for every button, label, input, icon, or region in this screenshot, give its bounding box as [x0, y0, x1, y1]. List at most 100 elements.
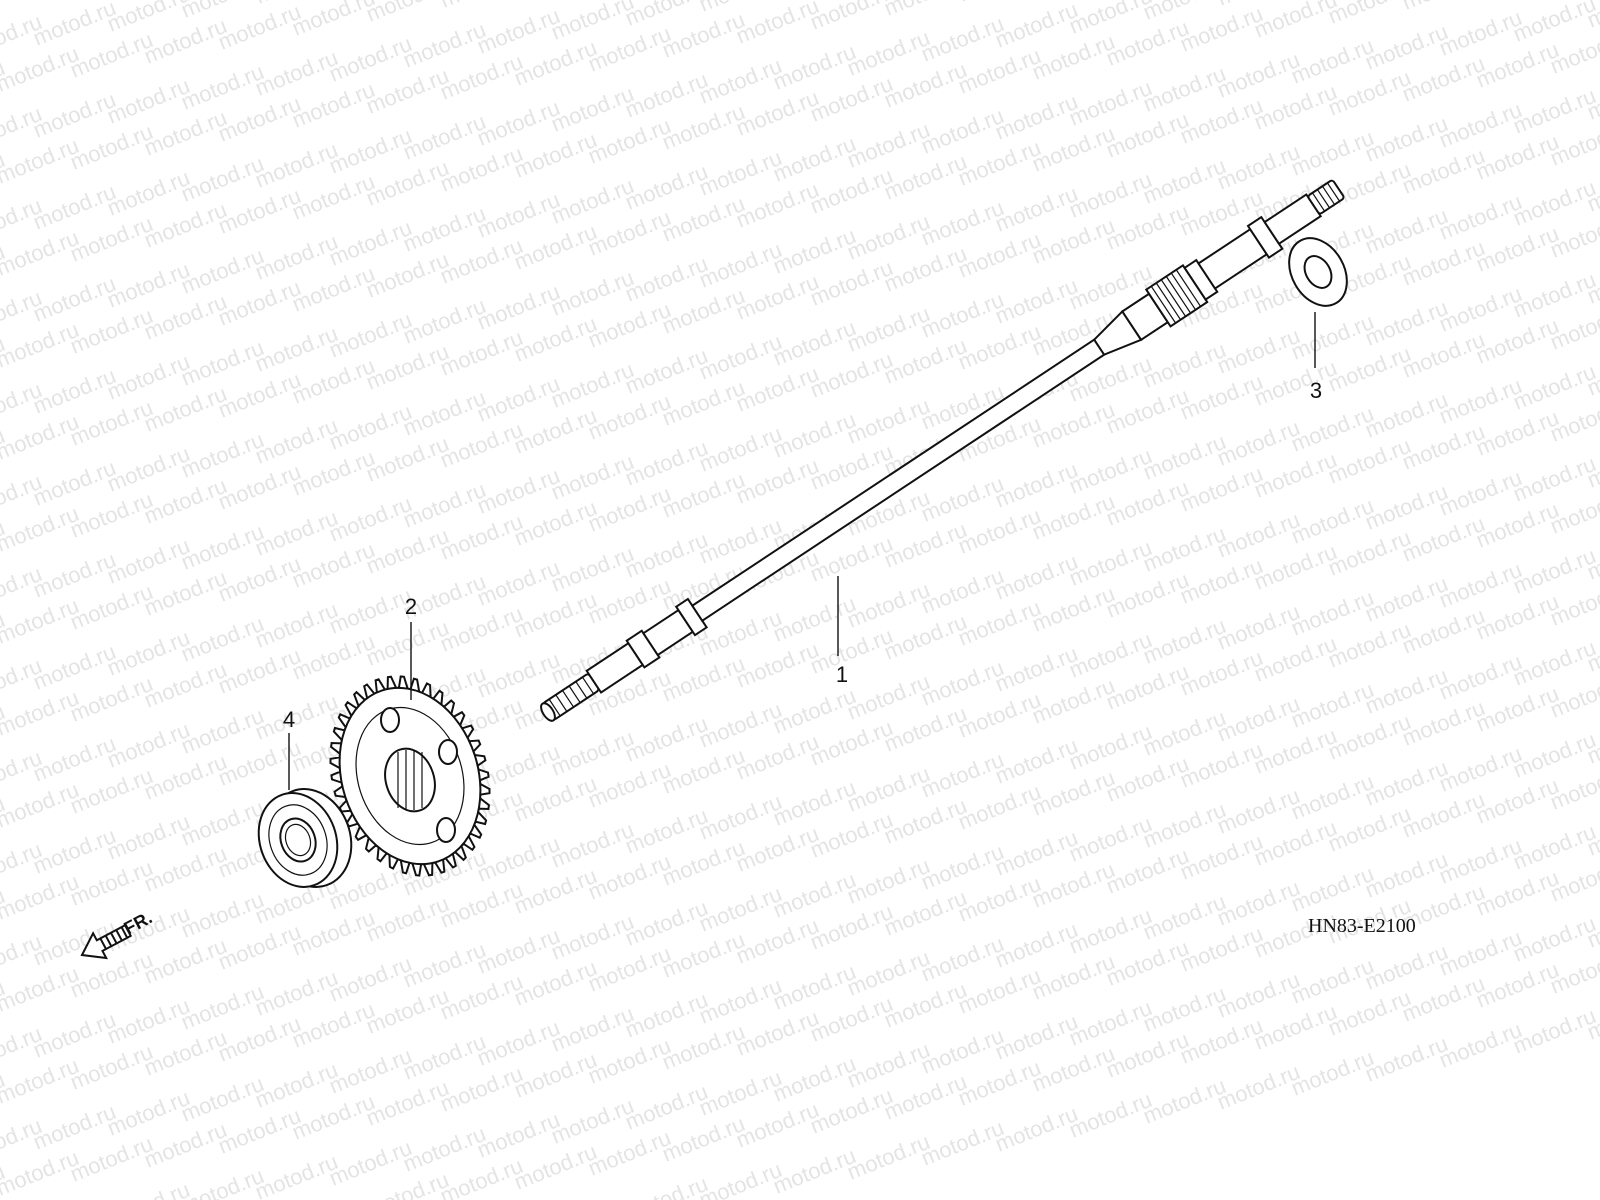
watermark-text: motod.ru — [1510, 175, 1600, 231]
watermark-text: motod.ru — [252, 229, 342, 285]
watermark-text: motod.ru — [1214, 1059, 1304, 1115]
watermark-text: motod.ru — [252, 137, 342, 193]
watermark-text: motod.ru — [30, 639, 120, 695]
watermark-text: motod.ru — [1399, 0, 1489, 15]
watermark-text: motod.ru — [1288, 769, 1378, 825]
watermark-text: motod.ru — [326, 1043, 416, 1099]
watermark-text: motod.ru — [696, 881, 786, 937]
watermark-text: motod.ru — [844, 301, 934, 357]
watermark-text: motod.ru — [1288, 33, 1378, 89]
watermark-text: motod.ru — [1066, 75, 1156, 131]
watermark-text: motod.ru — [474, 555, 564, 611]
watermark-text: motod.ru — [1362, 387, 1452, 443]
watermark-text: motod.ru — [1288, 493, 1378, 549]
bearing-part[interactable] — [246, 777, 365, 898]
gear-part[interactable] — [318, 669, 503, 882]
watermark-text: motod.ru — [474, 1015, 564, 1071]
watermark-text: motod.ru — [696, 1065, 786, 1121]
watermark-text: motod.ru — [0, 0, 82, 5]
watermark-text: motod.ru — [474, 95, 564, 151]
watermark-text: motod.ru — [622, 435, 712, 491]
watermark-text: motod.ru — [104, 993, 194, 1049]
watermark-text: motod.ru — [1288, 309, 1378, 365]
watermark-text: motod.ru — [1140, 981, 1230, 1037]
watermark-text: motod.ru — [30, 1007, 120, 1063]
watermark-text: motod.ru — [1436, 1017, 1526, 1073]
watermark-text: motod.ru — [918, 471, 1008, 527]
watermark-text: motod.ru — [104, 441, 194, 497]
watermark-text: motod.ru — [844, 117, 934, 173]
washer-part[interactable] — [1277, 228, 1358, 316]
callout-washer: 3 — [1310, 378, 1322, 403]
watermark-text: motod.ru — [1362, 479, 1452, 535]
watermark-text: motod.ru — [474, 739, 564, 795]
watermark-text: motod.ru — [548, 449, 638, 505]
shaft-part[interactable] — [532, 170, 1351, 733]
watermark-text: motod.ru — [474, 463, 564, 519]
watermark-text: motod.ru — [326, 307, 416, 363]
watermark-text: motod.ru — [1140, 337, 1230, 393]
watermark-text: motod.ru — [326, 1135, 416, 1191]
watermark-text: motod.ru — [1214, 875, 1304, 931]
watermark-text: motod.ru — [252, 965, 342, 1021]
watermark-text: motod.ru — [770, 867, 860, 923]
watermark-text: motod.ru — [1510, 635, 1600, 691]
watermark-text: motod.ru — [696, 697, 786, 753]
watermark-text: motod.ru — [437, 0, 527, 13]
watermark-text: motod.ru — [1362, 19, 1452, 75]
watermark-text: motod.ru — [1214, 323, 1304, 379]
watermark-text: motod.ru — [1436, 281, 1526, 337]
watermark-text: motod.ru — [548, 909, 638, 965]
watermark-text: motod.ru — [1436, 5, 1526, 61]
watermark-text: motod.ru — [733, 0, 823, 49]
watermark-text: motod.ru — [1066, 719, 1156, 775]
watermark-text: motod.ru — [992, 733, 1082, 789]
watermark-text: motod.ru — [696, 53, 786, 109]
watermark-text: motod.ru — [30, 87, 120, 143]
watermark-text: motod.ru — [1510, 1003, 1600, 1059]
watermark-text: motod.ru — [1066, 627, 1156, 683]
watermark-text: motod.ru — [178, 979, 268, 1035]
watermark-text: motod.ru — [30, 823, 120, 879]
watermark-text: motod.ru — [1066, 1087, 1156, 1143]
watermark-text: motod.ru — [992, 457, 1082, 513]
watermark-text: motod.ru — [104, 625, 194, 681]
watermark-text: motod.ru — [252, 321, 342, 377]
watermark-text: motod.ru — [1436, 833, 1526, 889]
watermark-text: motod.ru — [622, 895, 712, 951]
watermark-text: motod.ru — [400, 385, 490, 441]
watermark-text: motod.ru — [178, 519, 268, 575]
watermark-text: motod.ru — [104, 717, 194, 773]
watermark-text: motod.ru — [992, 641, 1082, 697]
watermark-text: motod.ru — [474, 371, 564, 427]
watermark-text: motod.ru — [178, 335, 268, 391]
watermark-text: motod.ru — [252, 413, 342, 469]
watermark-text: motod.ru — [1066, 535, 1156, 591]
watermark-text: motod.ru — [844, 25, 934, 81]
watermark-text: motod.ru — [1140, 521, 1230, 577]
watermark-text: motod.ru — [770, 223, 860, 279]
watermark-text: motod.ru — [770, 1051, 860, 1107]
watermark-text: motod.ru — [1362, 295, 1452, 351]
watermark-text: motod.ru — [1436, 557, 1526, 613]
watermark-text: motod.ru — [104, 349, 194, 405]
watermark-text: motod.ru — [104, 1085, 194, 1141]
watermark-text: motod.ru — [844, 945, 934, 1001]
watermark-text: motod.ru — [696, 421, 786, 477]
callout-gear: 2 — [405, 594, 417, 619]
watermark-text: motod.ru — [1214, 47, 1304, 103]
watermark-text: motod.ru — [30, 363, 120, 419]
watermark-text: motod.ru — [178, 151, 268, 207]
watermark-text: motod.ru — [548, 173, 638, 229]
watermark-text: motod.ru — [1510, 359, 1600, 415]
front-arrow-icon — [80, 923, 133, 960]
watermark-text: motod.ru — [918, 103, 1008, 159]
diagram-code: HN83-E2100 — [1308, 915, 1416, 937]
watermark-text: motod.ru — [178, 243, 268, 299]
watermark-text: motod.ru — [1436, 189, 1526, 245]
watermark-text: motod.ru — [696, 789, 786, 845]
watermark-text: motod.ru — [918, 839, 1008, 895]
watermark-text: motod.ru — [844, 1037, 934, 1093]
watermark-text: motod.ru — [1436, 741, 1526, 797]
watermark-text: motod.ru — [622, 803, 712, 859]
